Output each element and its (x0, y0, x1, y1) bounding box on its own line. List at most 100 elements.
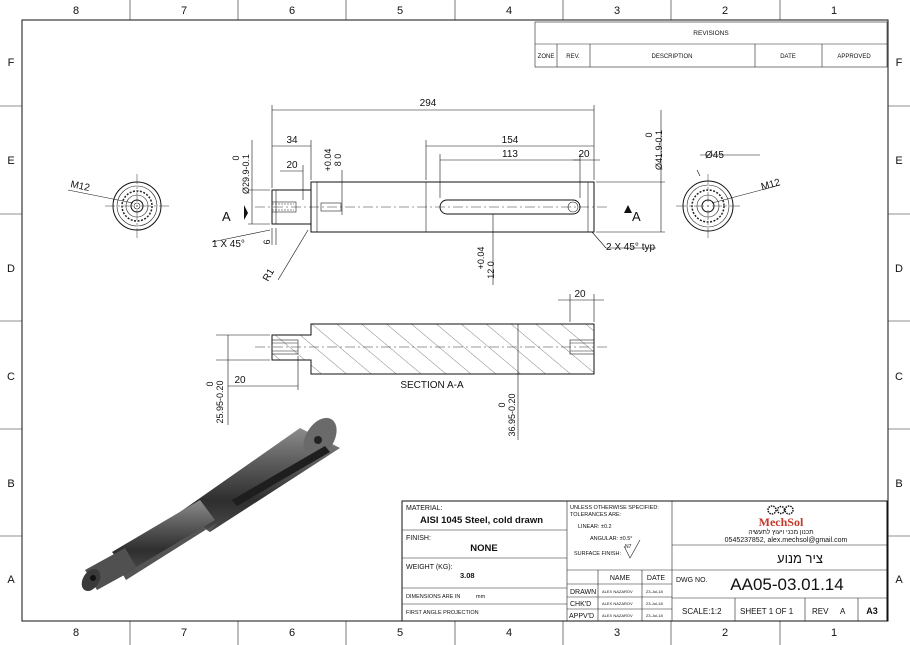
tolerance-title-1: UNLESS OTHERWISE SPECIFIED: (570, 505, 659, 511)
iso-render (81, 417, 340, 592)
dim-20-right: 20 (578, 149, 590, 160)
section-dim-top: 20 (574, 289, 586, 300)
rev-header-description: DESCRIPTION (651, 54, 692, 60)
dia-left-top: 0 (231, 155, 241, 160)
zone-col-bottom: 5 (397, 627, 403, 639)
key-depth-bottom: 8 0 (333, 154, 343, 167)
dim-113: 113 (502, 149, 518, 160)
tolerance-title-2: TOLERANCES ARE: (570, 512, 622, 518)
rev-value: A (840, 607, 846, 616)
zone-col-top: 1 (831, 5, 837, 17)
dia-right-top: 0 (644, 132, 654, 137)
section-marker-left: A (222, 209, 231, 224)
zone-row-right: A (895, 574, 903, 586)
dims-in-label: DIMENSIONS ARE IN (406, 594, 460, 600)
section-dia-small: 25.95-0.20 (215, 380, 225, 423)
zone-col-bottom: 1 (831, 627, 837, 639)
dia-left: Ø29.9-0.1 (241, 154, 251, 194)
rev-header-rev: REV. (566, 54, 580, 60)
zone-col-bottom: 6 (289, 627, 295, 639)
surface-finish-icon (623, 539, 641, 559)
section-dim-left: 20 (234, 375, 246, 386)
rev-header-approved: APPROVED (837, 54, 871, 60)
radius-label: R1 (261, 267, 277, 284)
rev-header-zone: ZONE (538, 54, 555, 60)
date-header: DATE (647, 575, 665, 582)
section-title: SECTION A-A (400, 380, 464, 391)
drawn-name: ALEX NAZAROV (602, 589, 633, 594)
title-block: MATERIAL: AISI 1045 Steel, cold drawn FI… (401, 500, 888, 622)
sheet-size: A3 (866, 606, 878, 616)
approved-date: 23-Jul-18 (646, 613, 663, 618)
section-dia-small-top: 0 (205, 381, 215, 386)
dwg-no-label: DWG NO. (676, 577, 708, 584)
material-label: MATERIAL: (406, 505, 442, 512)
surface-finish-symbol: N7 (625, 544, 632, 550)
dim-34: 34 (286, 135, 298, 146)
sheet: SHEET 1 OF 1 (740, 607, 794, 616)
rev-label: REV (812, 607, 829, 616)
checked-label: CHK'D (570, 601, 591, 608)
scale: SCALE:1:2 (682, 607, 722, 616)
section-dia-big-top: 0 (497, 402, 507, 407)
zone-col-top: 3 (614, 5, 620, 17)
zone-row-right: D (895, 263, 903, 275)
front-view: A A 294 34 20 154 113 20 6 +0.04 8 (211, 98, 665, 285)
thread-label-right: M12 (760, 177, 782, 193)
surface-finish-label: SURFACE FINISH: (574, 551, 622, 557)
zone-col-bottom: 7 (181, 627, 187, 639)
dim-294: 294 (420, 98, 437, 109)
weight-value: 3.08 (460, 571, 475, 580)
zone-col-top: 2 (722, 5, 728, 17)
zone-row-right: F (896, 57, 903, 69)
company-logo: MechSol (759, 505, 804, 529)
projection-label: FIRST ANGLE PROJECTION (406, 610, 479, 616)
zone-row-left: A (7, 574, 15, 586)
zone-col-top: 4 (506, 5, 512, 17)
zone-col-bottom: 3 (614, 627, 620, 639)
section-dia-big: 36.95-0.20 (507, 393, 517, 436)
rev-header-date: DATE (780, 54, 796, 60)
zone-labels: 8 7 6 5 4 3 2 1 8 7 6 5 4 3 2 1 F E D C … (7, 5, 903, 639)
chamfer-left: 1 X 45° (212, 239, 245, 250)
company-subtitle: תכנון מכני ויעוץ לתעשיה (748, 528, 813, 536)
zone-col-top: 8 (73, 5, 79, 17)
zone-row-left: C (7, 371, 15, 383)
right-dia-label: Ø45 (705, 150, 724, 161)
thread-leader (67, 189, 134, 204)
material-value: AISI 1045 Steel, cold drawn (420, 515, 543, 526)
zone-col-top: 6 (289, 5, 295, 17)
company-name: MechSol (759, 515, 804, 529)
right-end-view: Ø45 M12 (676, 150, 782, 238)
key-width-top: +0.04 (476, 247, 486, 270)
zone-col-top: 7 (181, 5, 187, 17)
linear-tolerance: LINEAR: ±0.2 (578, 524, 612, 530)
zone-row-right: B (895, 478, 902, 490)
checked-name: ALEX NAZAROV (602, 601, 633, 606)
approved-name: ALEX NAZAROV (602, 613, 633, 618)
drawn-date: 23-Jul-18 (646, 589, 663, 594)
dim-20-left: 20 (286, 160, 298, 171)
zone-row-left: E (7, 155, 14, 167)
weight-label: WEIGHT (KG): (406, 564, 453, 571)
approved-label: APPV'D (569, 613, 594, 620)
key-width-bottom: 12 0 (486, 261, 496, 279)
dwg-no: AA05-03.01.14 (730, 575, 843, 594)
zone-row-left: D (7, 263, 15, 275)
zone-row-right: C (895, 371, 903, 383)
section-marker-right: A (632, 209, 641, 224)
key-depth-top: +0.04 (323, 149, 333, 172)
drawn-label: DRAWN (570, 589, 596, 596)
finish-value: NONE (470, 543, 497, 554)
left-end-view: M12 (67, 174, 170, 238)
company-contact: 0545237852, alex.mechsol@gmail.com (725, 537, 848, 544)
chamfer-right: 2 X 45° typ (606, 242, 655, 253)
zone-col-bottom: 4 (506, 627, 512, 639)
zone-col-bottom: 8 (73, 627, 79, 639)
zone-col-top: 5 (397, 5, 403, 17)
angular-tolerance: ANGULAR: ±0.5° (590, 536, 633, 542)
checked-date: 23-Jul-18 (646, 601, 663, 606)
zone-row-left: F (8, 57, 15, 69)
